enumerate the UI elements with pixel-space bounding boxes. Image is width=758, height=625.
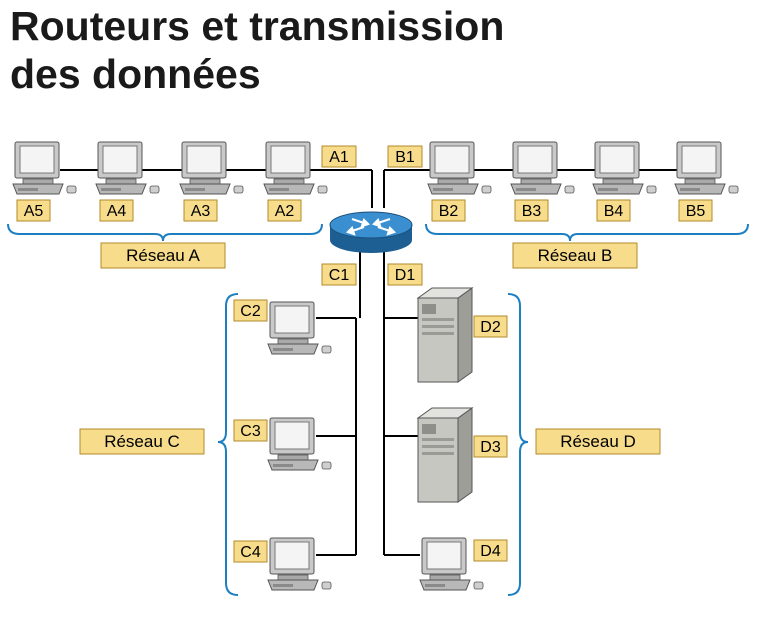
router-icon	[329, 211, 413, 253]
host-d3-label: D3	[480, 439, 501, 456]
host-c2-label: C2	[240, 303, 261, 320]
host-b3-label: B3	[522, 203, 542, 220]
page-title: Routeurs et transmission des données	[10, 2, 504, 98]
bracket-network-c	[217, 293, 239, 596]
host-c3-label: C3	[240, 423, 261, 440]
network-d-label: Réseau D	[560, 432, 636, 451]
computer-a5-icon	[12, 141, 77, 195]
port-a1-label: A1	[329, 149, 349, 166]
bracket-network-d	[507, 293, 529, 596]
host-d4-label: D4	[480, 543, 501, 560]
server-d2-icon	[417, 287, 473, 383]
host-a4-label: A4	[107, 203, 127, 220]
host-c4-label: C4	[240, 544, 261, 561]
title-line-1: Routeurs et transmission	[10, 3, 505, 49]
title-line-2: des données	[10, 51, 261, 97]
network-c-label: Réseau C	[104, 432, 180, 451]
host-b2-label: B2	[439, 203, 459, 220]
computer-b5-icon	[674, 141, 739, 195]
host-b4-label: B4	[604, 203, 624, 220]
host-a2-label: A2	[275, 203, 295, 220]
computer-a2-icon	[263, 141, 328, 195]
host-b5-label: B5	[686, 203, 706, 220]
computer-b3-icon	[510, 141, 575, 195]
port-c1-label: C1	[329, 267, 350, 284]
computer-c2-icon	[267, 301, 332, 355]
port-d1-label: D1	[395, 267, 416, 284]
computer-b4-icon	[592, 141, 657, 195]
network-b-label: Réseau B	[538, 246, 613, 265]
host-a5-label: A5	[24, 203, 44, 220]
host-a3-label: A3	[191, 203, 211, 220]
bracket-network-b	[425, 223, 749, 242]
computer-b2-icon	[427, 141, 492, 195]
bracket-network-a	[7, 223, 323, 242]
host-d2-label: D2	[480, 319, 501, 336]
computer-a4-icon	[95, 141, 160, 195]
computer-c3-icon	[267, 417, 332, 471]
computer-a3-icon	[179, 141, 244, 195]
network-a-label: Réseau A	[126, 246, 200, 265]
port-b1-label: B1	[395, 149, 415, 166]
server-d3-icon	[417, 407, 473, 503]
computer-c4-icon	[267, 537, 332, 591]
